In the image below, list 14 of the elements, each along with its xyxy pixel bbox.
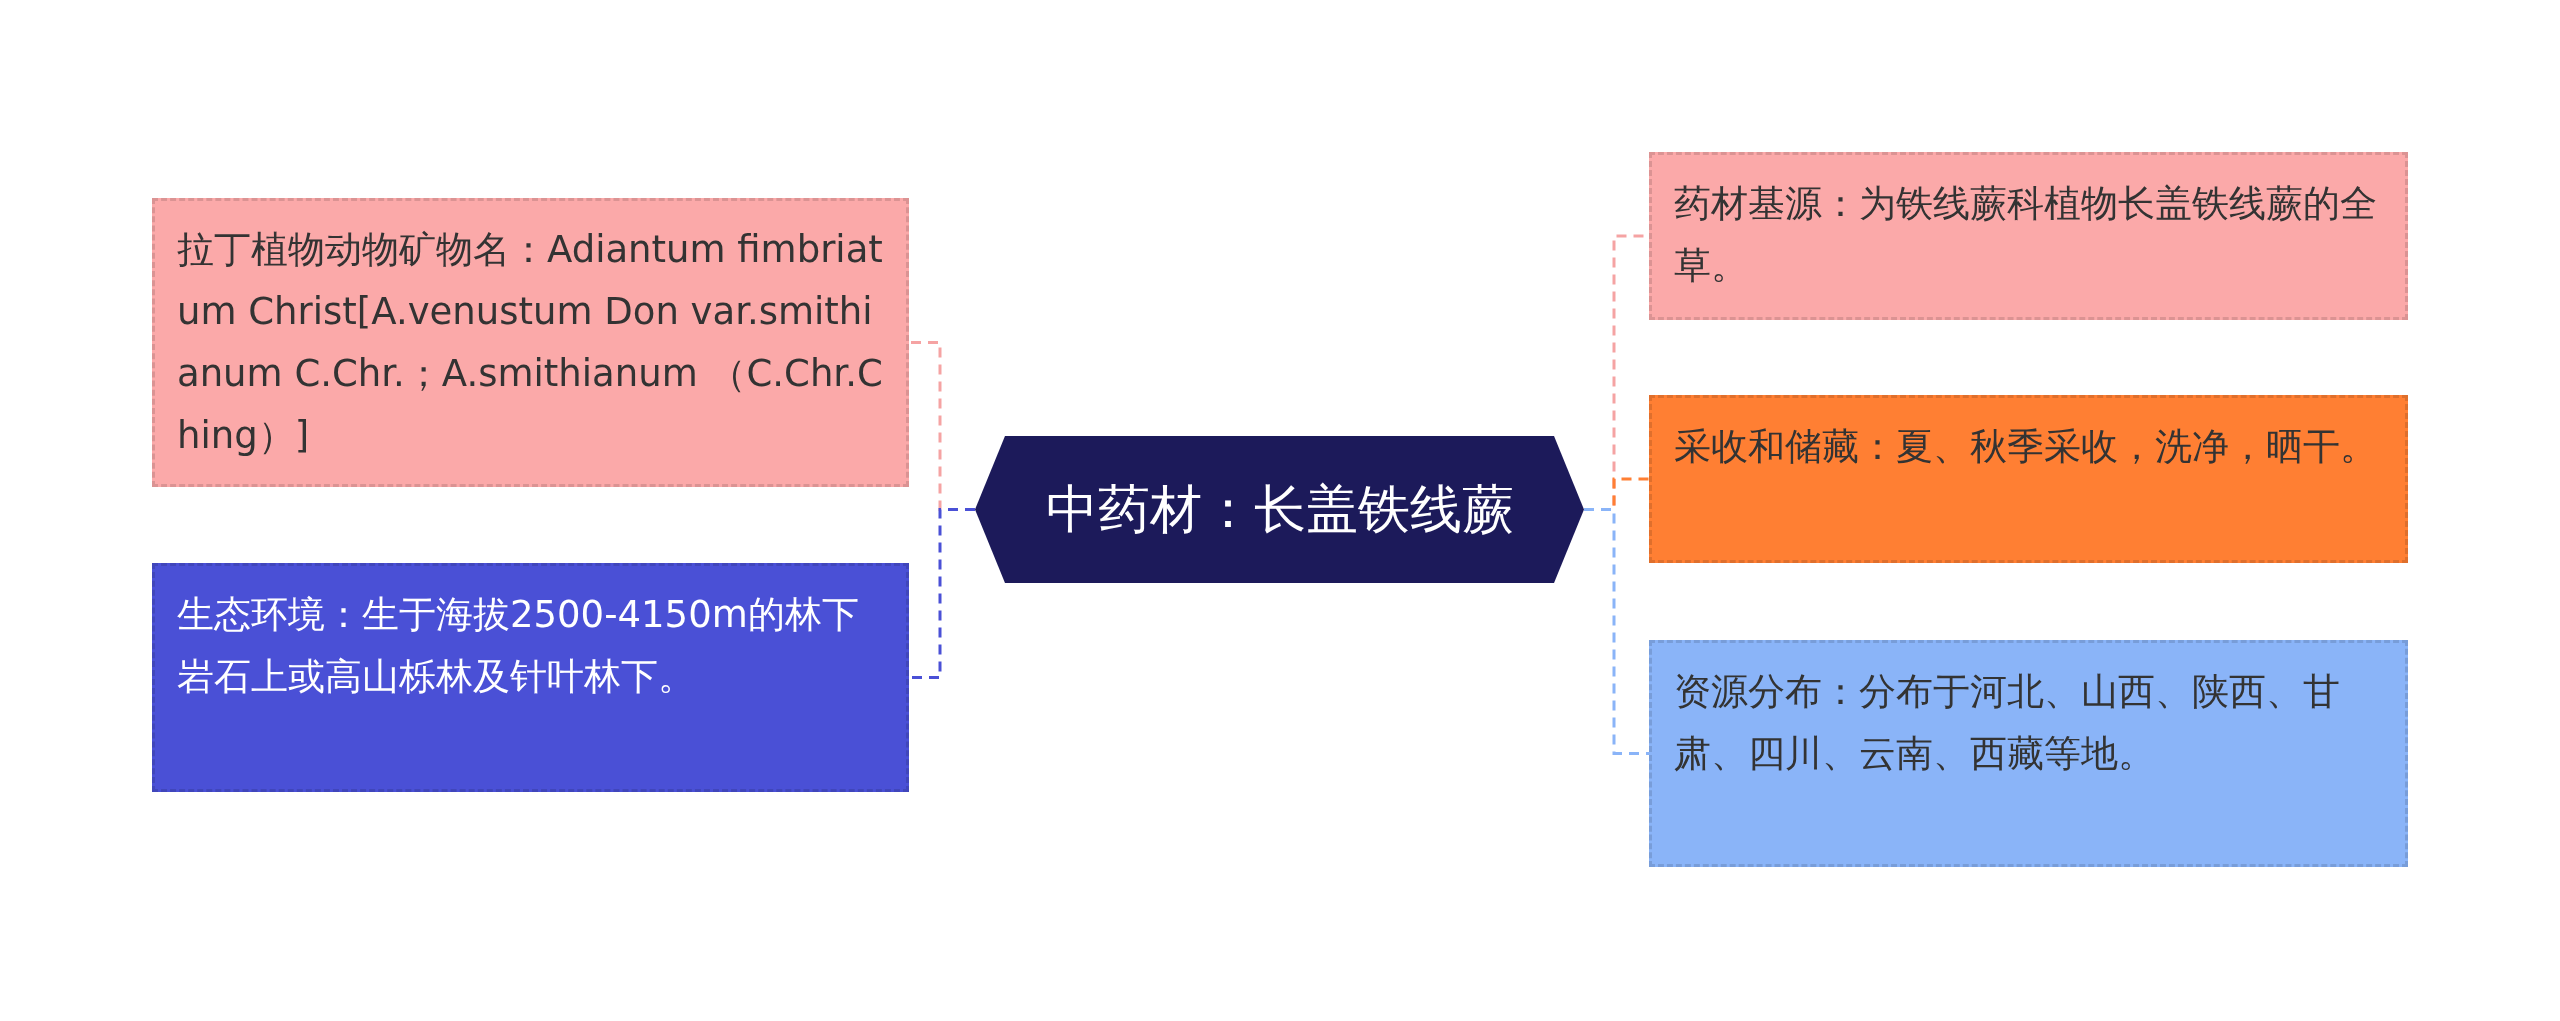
- topic-box: [152, 563, 909, 792]
- topic-text: 资源分布：分布于河北、山西、陕西、甘肃、四川、云南、西藏等地。: [1674, 669, 2341, 777]
- topic-hexagon: [975, 436, 1584, 583]
- topic-title: 中药材：长盖铁线蕨: [1045, 477, 1514, 541]
- topic-box: [1649, 395, 2408, 563]
- connector-line: [1584, 508, 1649, 755]
- topic-text: 拉丁植物动物矿物名：Adiantum fimbriatum Christ[A.venustum Don var.smithianum C.Chr.；A.smithianum （C.Chr.Ching）]: [177, 227, 884, 459]
- topic-text: 药材基源：为铁线蕨科植物长盖铁线蕨的全草。: [1674, 181, 2378, 289]
- connector-line: [909, 508, 975, 679]
- topic-text: 生态环境：生于海拔2500-4150m的林下岩石上或高山栎林及针叶林下。: [177, 592, 860, 700]
- topic-text: 采收和储藏：夏、秋季采收，洗净，晒干。: [1674, 424, 2377, 470]
- topic-box: [152, 198, 909, 487]
- topic-box: [1649, 640, 2408, 867]
- topic-box: [1649, 152, 2408, 320]
